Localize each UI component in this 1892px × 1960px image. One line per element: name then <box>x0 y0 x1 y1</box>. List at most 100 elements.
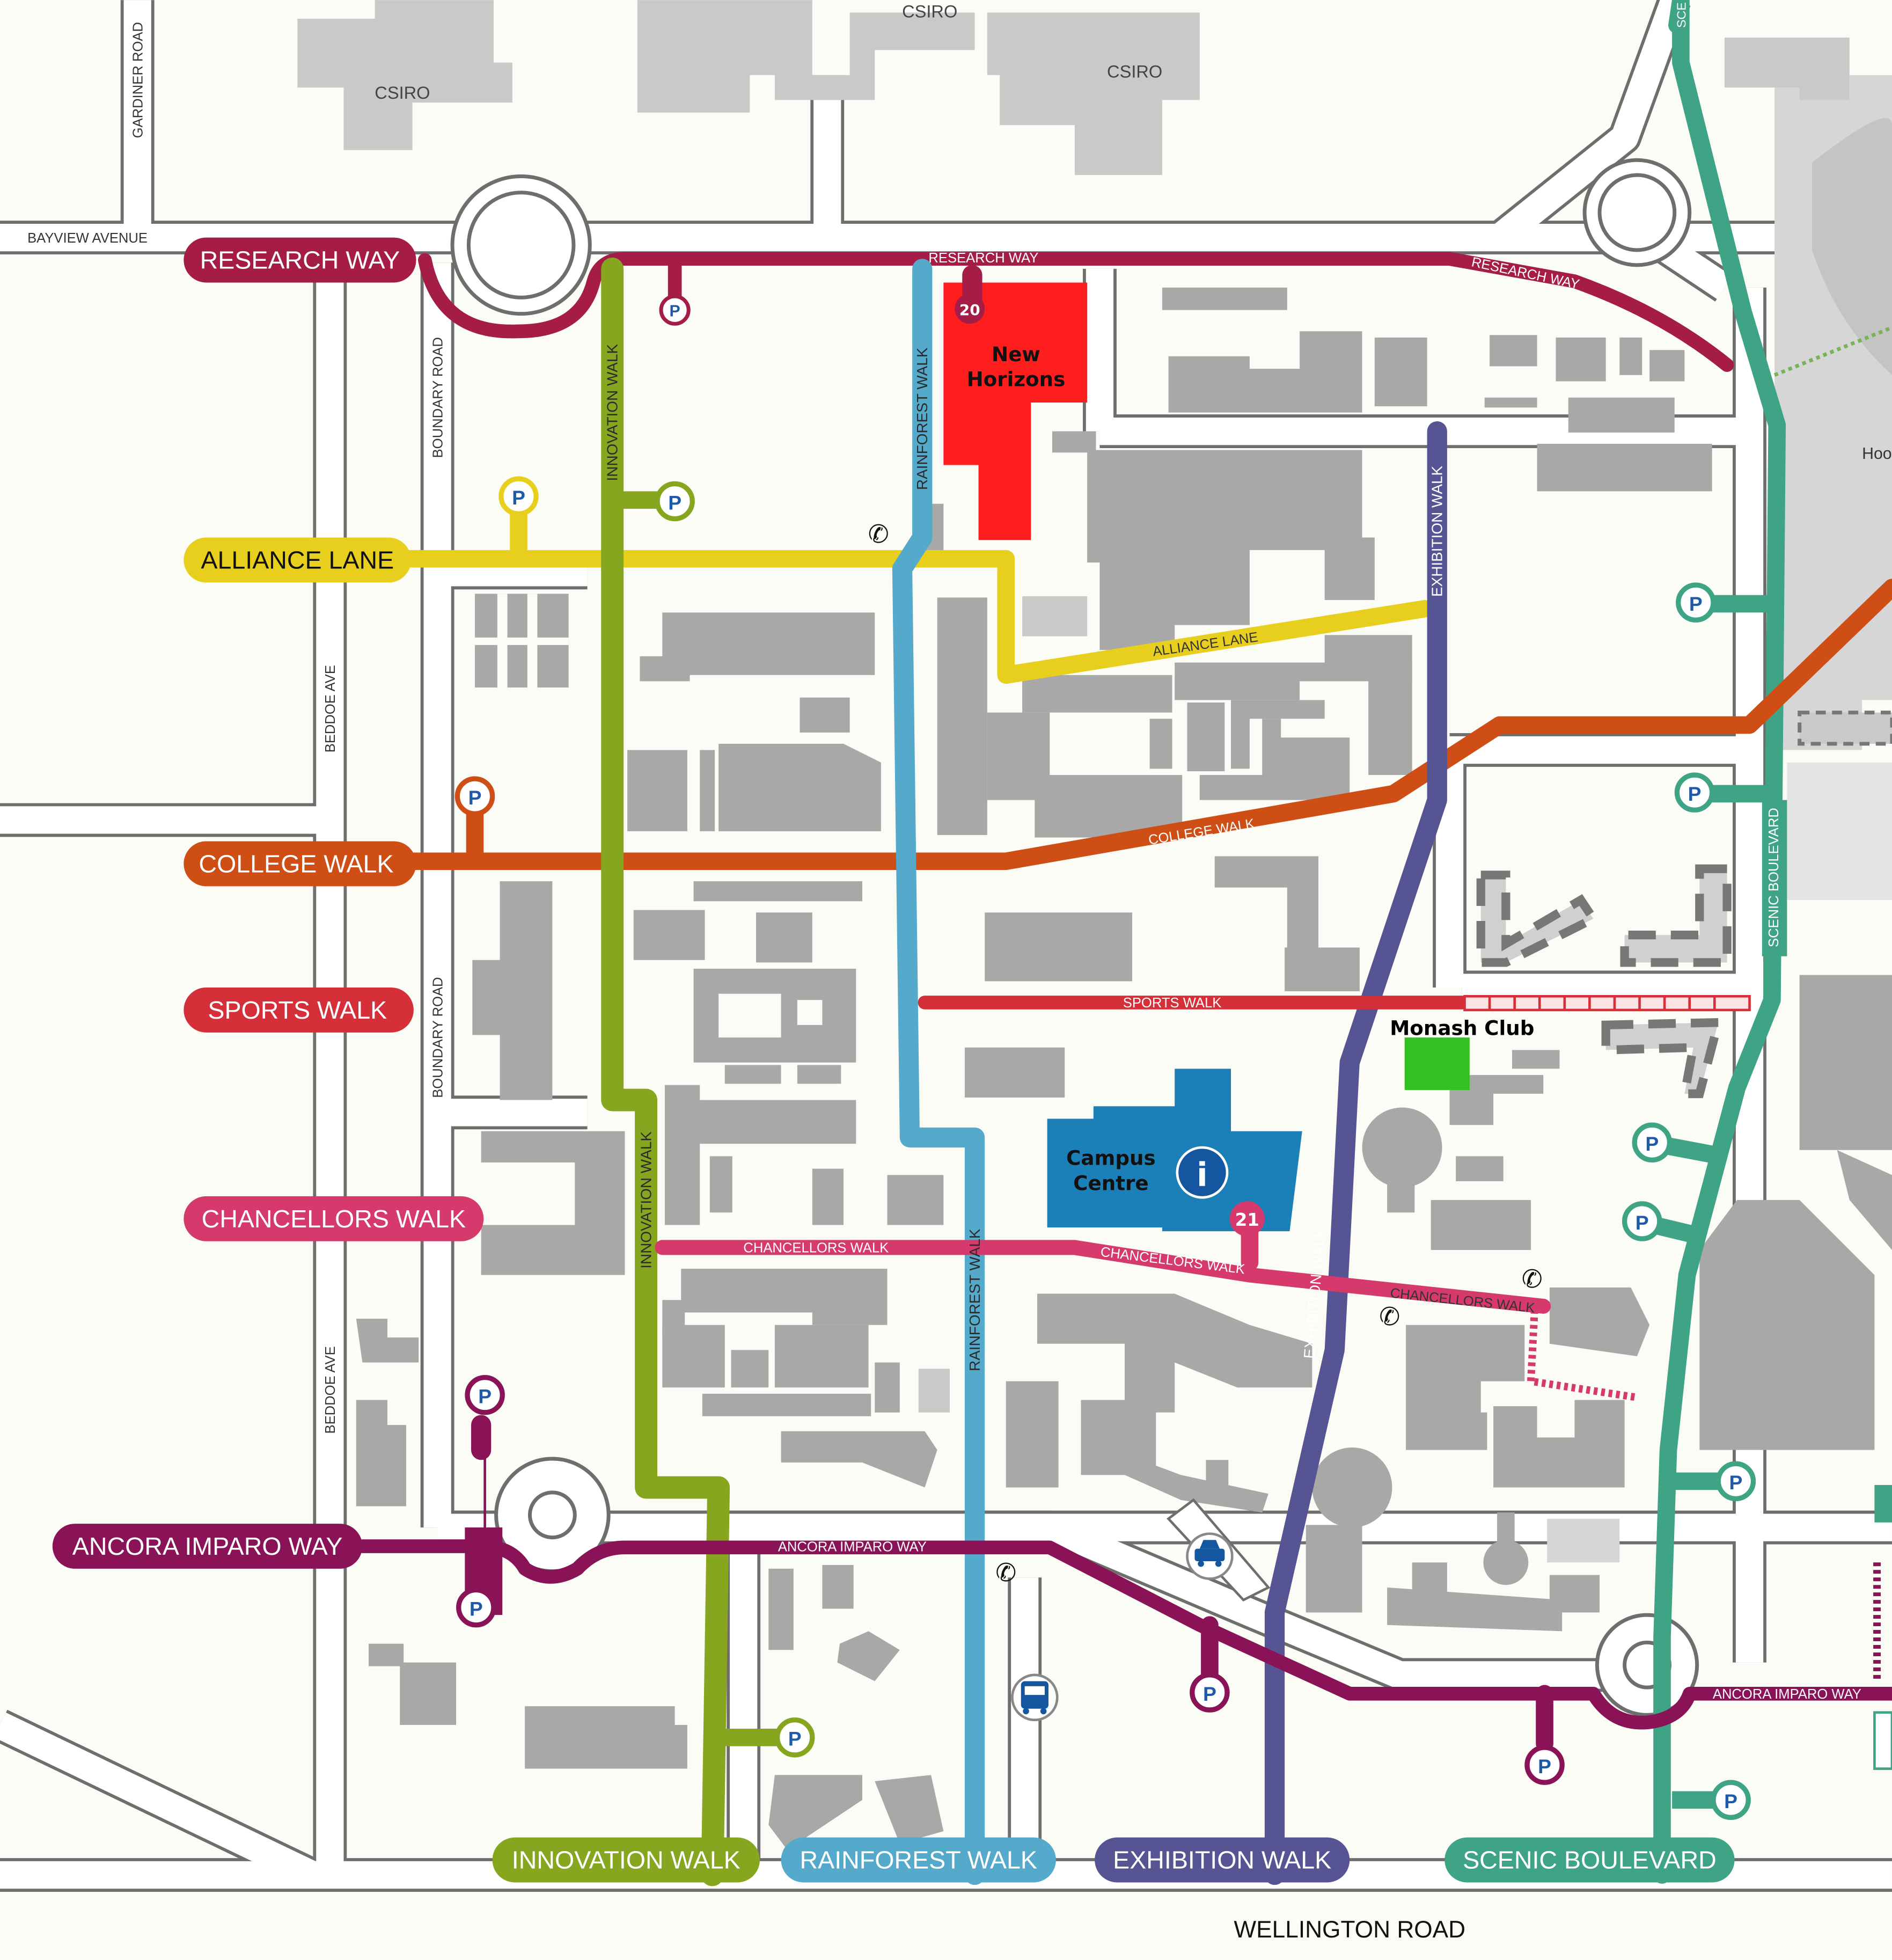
road-label-bayview-avenue: BAYVIEW AVENUE <box>27 231 148 246</box>
pill-alliance-lane-label: ALLIANCE LANE <box>201 546 394 574</box>
route-scenic-boulevard <box>1653 0 1786 1884</box>
pill-research-way[interactable] <box>184 237 416 283</box>
pill-innovation-walk[interactable] <box>492 1837 760 1883</box>
pill-sports-walk-label: SPORTS WALK <box>208 996 387 1024</box>
building-21-number: 21 <box>1235 1210 1259 1230</box>
inline-label-research-way: RESEARCH WAY <box>928 251 1038 266</box>
buildings <box>297 0 1892 1850</box>
campus-centre-building[interactable] <box>1047 1069 1302 1232</box>
route-research-way <box>418 252 1734 372</box>
vertical-label-scenic-top: SCE <box>1675 2 1689 28</box>
parking-icon: P <box>470 1597 483 1620</box>
pill-alliance-lane[interactable] <box>184 537 412 583</box>
inline-label-sports-walk: SPORTS WALK <box>1123 996 1222 1011</box>
bus-stop-marker[interactable] <box>1011 1673 1059 1722</box>
road-label-boundary-road-north: BOUNDARY ROAD <box>430 337 445 458</box>
parking-marker[interactable]: P <box>1676 582 1716 623</box>
inline-label-ancora-imparo-way: ANCORA IMPARO WAY <box>778 1539 927 1554</box>
parking-marker[interactable]: P <box>659 294 691 326</box>
inline-label-chancellors-walk: CHANCELLORS WALK <box>743 1241 889 1256</box>
parking-icon: P <box>468 786 482 809</box>
parking-icon: P <box>1203 1683 1216 1705</box>
pill-college-walk[interactable] <box>184 841 416 887</box>
label-hoo-partial: Hoo <box>1862 445 1892 463</box>
label-new-horizons-line-1: New <box>992 342 1040 366</box>
pill-rainforest-walk[interactable] <box>781 1837 1056 1883</box>
building-labels: CSIRO CSIRO CSIRO New Horizons Campus Ce… <box>375 2 1891 1195</box>
parking-marker[interactable]: P <box>1524 1745 1565 1785</box>
pill-ancora-imparo-way[interactable] <box>52 1524 363 1569</box>
bus-icon <box>1021 1681 1048 1715</box>
parking-marker[interactable]: P <box>1632 1122 1673 1163</box>
route-legend-bottom: INNOVATION WALK RAINFOREST WALK EXHIBITI… <box>492 1837 1735 1883</box>
east-precinct-areas <box>1774 75 1892 900</box>
pill-exhibition-walk-label: EXHIBITION WALK <box>1113 1846 1331 1874</box>
parking-icon: P <box>1645 1132 1659 1155</box>
label-campus-centre-line-1: Campus <box>1066 1146 1156 1170</box>
parking-icon: P <box>1689 593 1703 615</box>
route-legend-left: RESEARCH WAY ALLIANCE LANE COLLEGE WALK … <box>52 237 484 1569</box>
building-20-badge[interactable]: 20 <box>955 294 985 324</box>
parking-marker[interactable]: P <box>774 1717 815 1758</box>
monash-club-building[interactable] <box>1404 1037 1470 1090</box>
pill-college-walk-label: COLLEGE WALK <box>199 850 393 877</box>
taxi-icon <box>1194 1540 1225 1567</box>
green-dotted-path <box>1773 326 1892 377</box>
road-labels: BAYVIEW AVENUE GARDINER ROAD BOUNDARY RO… <box>27 22 1465 1943</box>
phone-icon[interactable]: ✆ <box>995 1559 1016 1586</box>
parking-marker[interactable]: P <box>1711 1780 1751 1820</box>
parking-icon: P <box>1636 1211 1649 1234</box>
parking-icon: P <box>512 486 525 509</box>
parking-icon: P <box>670 303 680 320</box>
building-21-badge[interactable]: 21 <box>1229 1201 1265 1237</box>
phone-icon[interactable]: ✆ <box>1379 1303 1400 1330</box>
vertical-label-innovation-walk-south: INNOVATION WALK <box>637 1131 654 1269</box>
parking-marker[interactable]: P <box>465 1374 505 1415</box>
phone-markers: ✆ ✆ ✆ ✆ <box>868 520 1543 1586</box>
parking-marker[interactable]: P <box>1622 1201 1662 1241</box>
parking-marker[interactable]: P <box>1674 772 1715 813</box>
info-icon: i <box>1197 1156 1208 1194</box>
parking-marker[interactable]: P <box>655 481 695 522</box>
route-ancora-imparo-way <box>355 1539 1892 1730</box>
parking-icon: P <box>1688 782 1702 805</box>
label-csiro-west: CSIRO <box>375 83 430 103</box>
pill-rainforest-walk-label: RAINFOREST WALK <box>800 1846 1037 1874</box>
parking-marker[interactable]: P <box>454 776 495 816</box>
label-new-horizons-line-2: Horizons <box>966 368 1065 391</box>
vertical-label-rainforest-walk: RAINFOREST WALK <box>914 347 930 490</box>
pill-scenic-boulevard-label: SCENIC BOULEVARD <box>1463 1846 1717 1874</box>
road-label-beddoe-ave-north: BEDDOE AVE <box>323 665 338 752</box>
parking-icon: P <box>788 1728 802 1750</box>
phone-icon[interactable]: ✆ <box>868 520 889 548</box>
road-label-boundary-road-south: BOUNDARY ROAD <box>430 977 445 1098</box>
info-marker[interactable]: i <box>1176 1146 1229 1199</box>
route-chancellors-walk <box>655 1240 1551 1314</box>
road-label-gardiner-road: GARDINER ROAD <box>130 22 145 138</box>
pill-sports-walk[interactable] <box>184 987 414 1033</box>
vertical-label-scenic-boulevard: SCENIC BOULEVARD <box>1766 808 1781 947</box>
route-rainforest-walk <box>892 259 985 1885</box>
parking-marker[interactable]: P <box>1715 1461 1756 1502</box>
pill-chancellors-walk-label: CHANCELLORS WALK <box>202 1205 466 1233</box>
road-label-wellington-road: WELLINGTON ROAD <box>1234 1917 1465 1943</box>
phone-icon[interactable]: ✆ <box>1522 1265 1543 1293</box>
label-csiro-east: CSIRO <box>1107 62 1162 82</box>
label-campus-centre-line-2: Centre <box>1073 1171 1149 1195</box>
building-20-number: 20 <box>959 301 980 319</box>
taxi-rank-marker[interactable] <box>1167 1498 1271 1602</box>
parking-icon: P <box>668 491 681 514</box>
pill-chancellors-walk[interactable] <box>184 1196 484 1241</box>
label-monash-club: Monash Club <box>1390 1016 1534 1040</box>
pill-scenic-boulevard[interactable] <box>1444 1837 1735 1883</box>
vertical-label-exhibition-walk: EXHIBITION WALK <box>1429 465 1446 597</box>
parking-icon: P <box>1724 1790 1737 1812</box>
route-alliance-lane <box>391 550 1434 684</box>
new-horizons-building[interactable] <box>943 282 1088 540</box>
pill-exhibition-walk[interactable] <box>1095 1837 1350 1883</box>
parking-marker[interactable]: P <box>498 476 539 516</box>
parking-marker[interactable]: P <box>1190 1672 1230 1713</box>
road-label-beddoe-ave-south: BEDDOE AVE <box>323 1346 338 1434</box>
parking-marker[interactable]: P <box>456 1587 496 1628</box>
